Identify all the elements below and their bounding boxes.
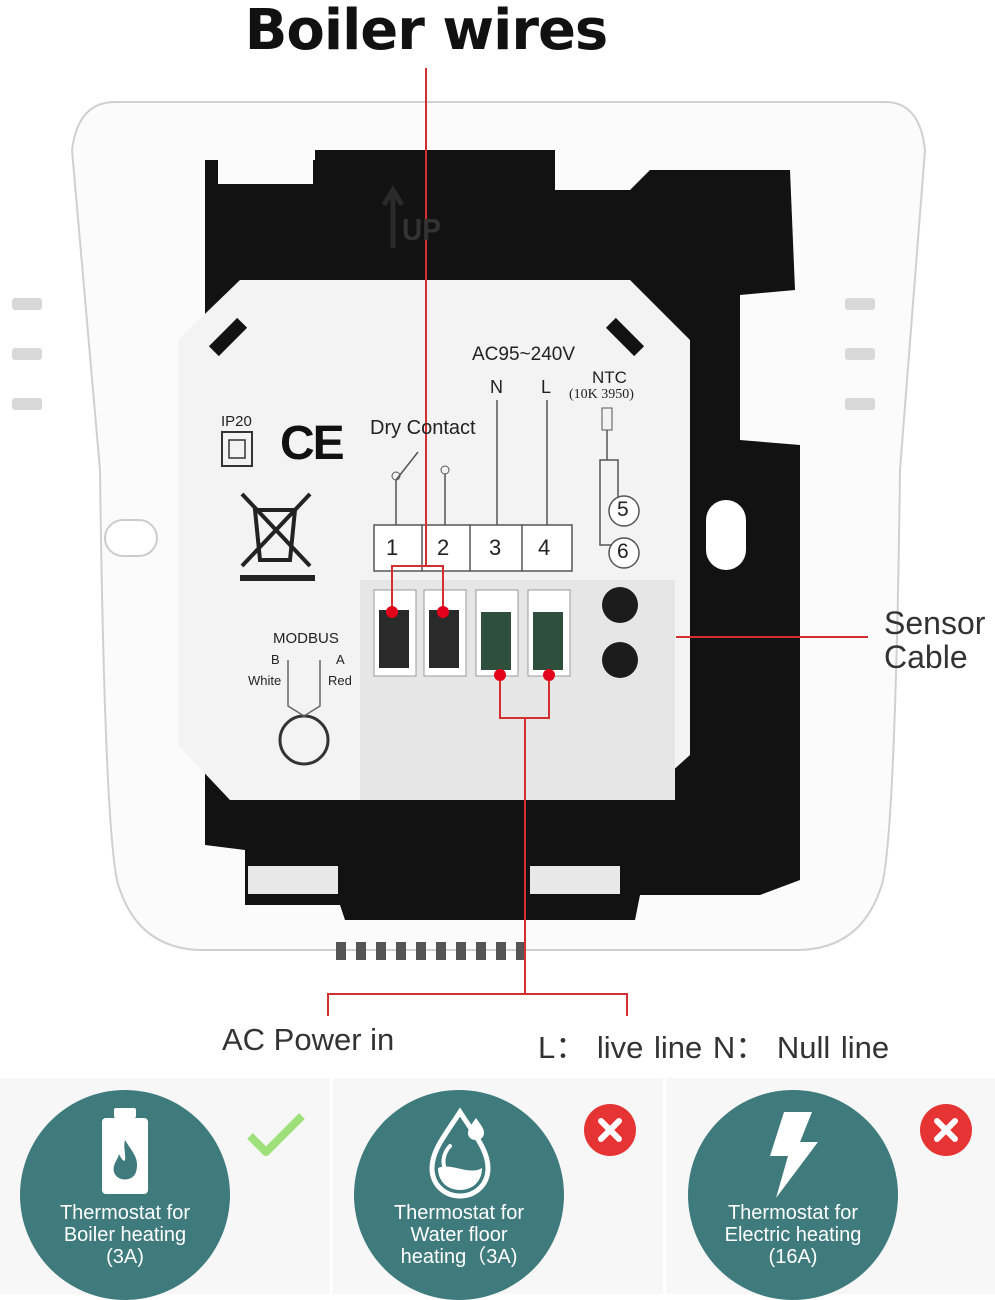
- close-icon: [598, 1118, 622, 1142]
- caption-line: Electric heating: [724, 1224, 862, 1246]
- caption-line: (3A): [106, 1246, 144, 1268]
- line-legend: L： live line N： Null line: [538, 1030, 890, 1065]
- option-caption-boiler: Thermostat for Boiler heating (3A): [20, 1202, 230, 1268]
- dry-contact-label: Dry Contact: [370, 417, 476, 439]
- caption-line: heating（3A): [400, 1246, 518, 1268]
- caption-line: Boiler heating: [63, 1224, 187, 1246]
- caption-line: Water floor: [410, 1224, 508, 1246]
- modbus-a-label: A: [336, 652, 345, 667]
- battery-flame-icon: [102, 1108, 148, 1194]
- caption-line: (16A): [768, 1246, 818, 1268]
- terminal-3: 3: [489, 535, 502, 560]
- terminal-4: 4: [538, 535, 551, 560]
- voltage-label: AC95~240V: [472, 344, 575, 365]
- check-icon: [247, 1113, 305, 1156]
- cross-badge-water-floor: [584, 1104, 636, 1156]
- up-mark: UP: [402, 212, 441, 247]
- lightning-icon: [770, 1112, 818, 1198]
- page-title: Boiler wires: [244, 0, 609, 63]
- ac-power-label: AC Power in: [222, 1022, 395, 1057]
- sensor-cable-label: Sensor Cable: [884, 606, 985, 674]
- ip-rating: IP20: [221, 413, 252, 430]
- ntc-label: NTC: [592, 368, 627, 387]
- l-terminal-label: L: [541, 377, 552, 397]
- sensor-label-line2: Cable: [884, 639, 968, 675]
- option-caption-electric: Thermostat for Electric heating (16A): [688, 1202, 898, 1268]
- caption-line: Thermostat for: [393, 1202, 525, 1224]
- ntc-spec: (10K 3950): [569, 387, 634, 402]
- option-caption-water-floor: Thermostat for Water floor heating（3A): [354, 1202, 564, 1268]
- water-drop-icon: [429, 1107, 491, 1199]
- sensor-label-line1: Sensor: [884, 605, 986, 641]
- close-icon: [934, 1118, 958, 1142]
- modbus-b-label: B: [271, 652, 280, 667]
- ce-mark: CE: [280, 417, 345, 470]
- terminal-2: 2: [437, 535, 450, 560]
- n-terminal-label: N: [490, 377, 503, 397]
- red-wire-label: Red: [328, 673, 352, 688]
- terminal-1: 1: [386, 535, 399, 560]
- cross-badge-electric: [920, 1104, 972, 1156]
- white-wire-label: White: [248, 673, 282, 688]
- terminal-5: 5: [617, 498, 629, 521]
- caption-line: Thermostat for: [727, 1202, 859, 1224]
- terminal-6: 6: [617, 540, 629, 563]
- modbus-label: MODBUS: [273, 630, 339, 647]
- caption-line: Thermostat for: [59, 1202, 191, 1224]
